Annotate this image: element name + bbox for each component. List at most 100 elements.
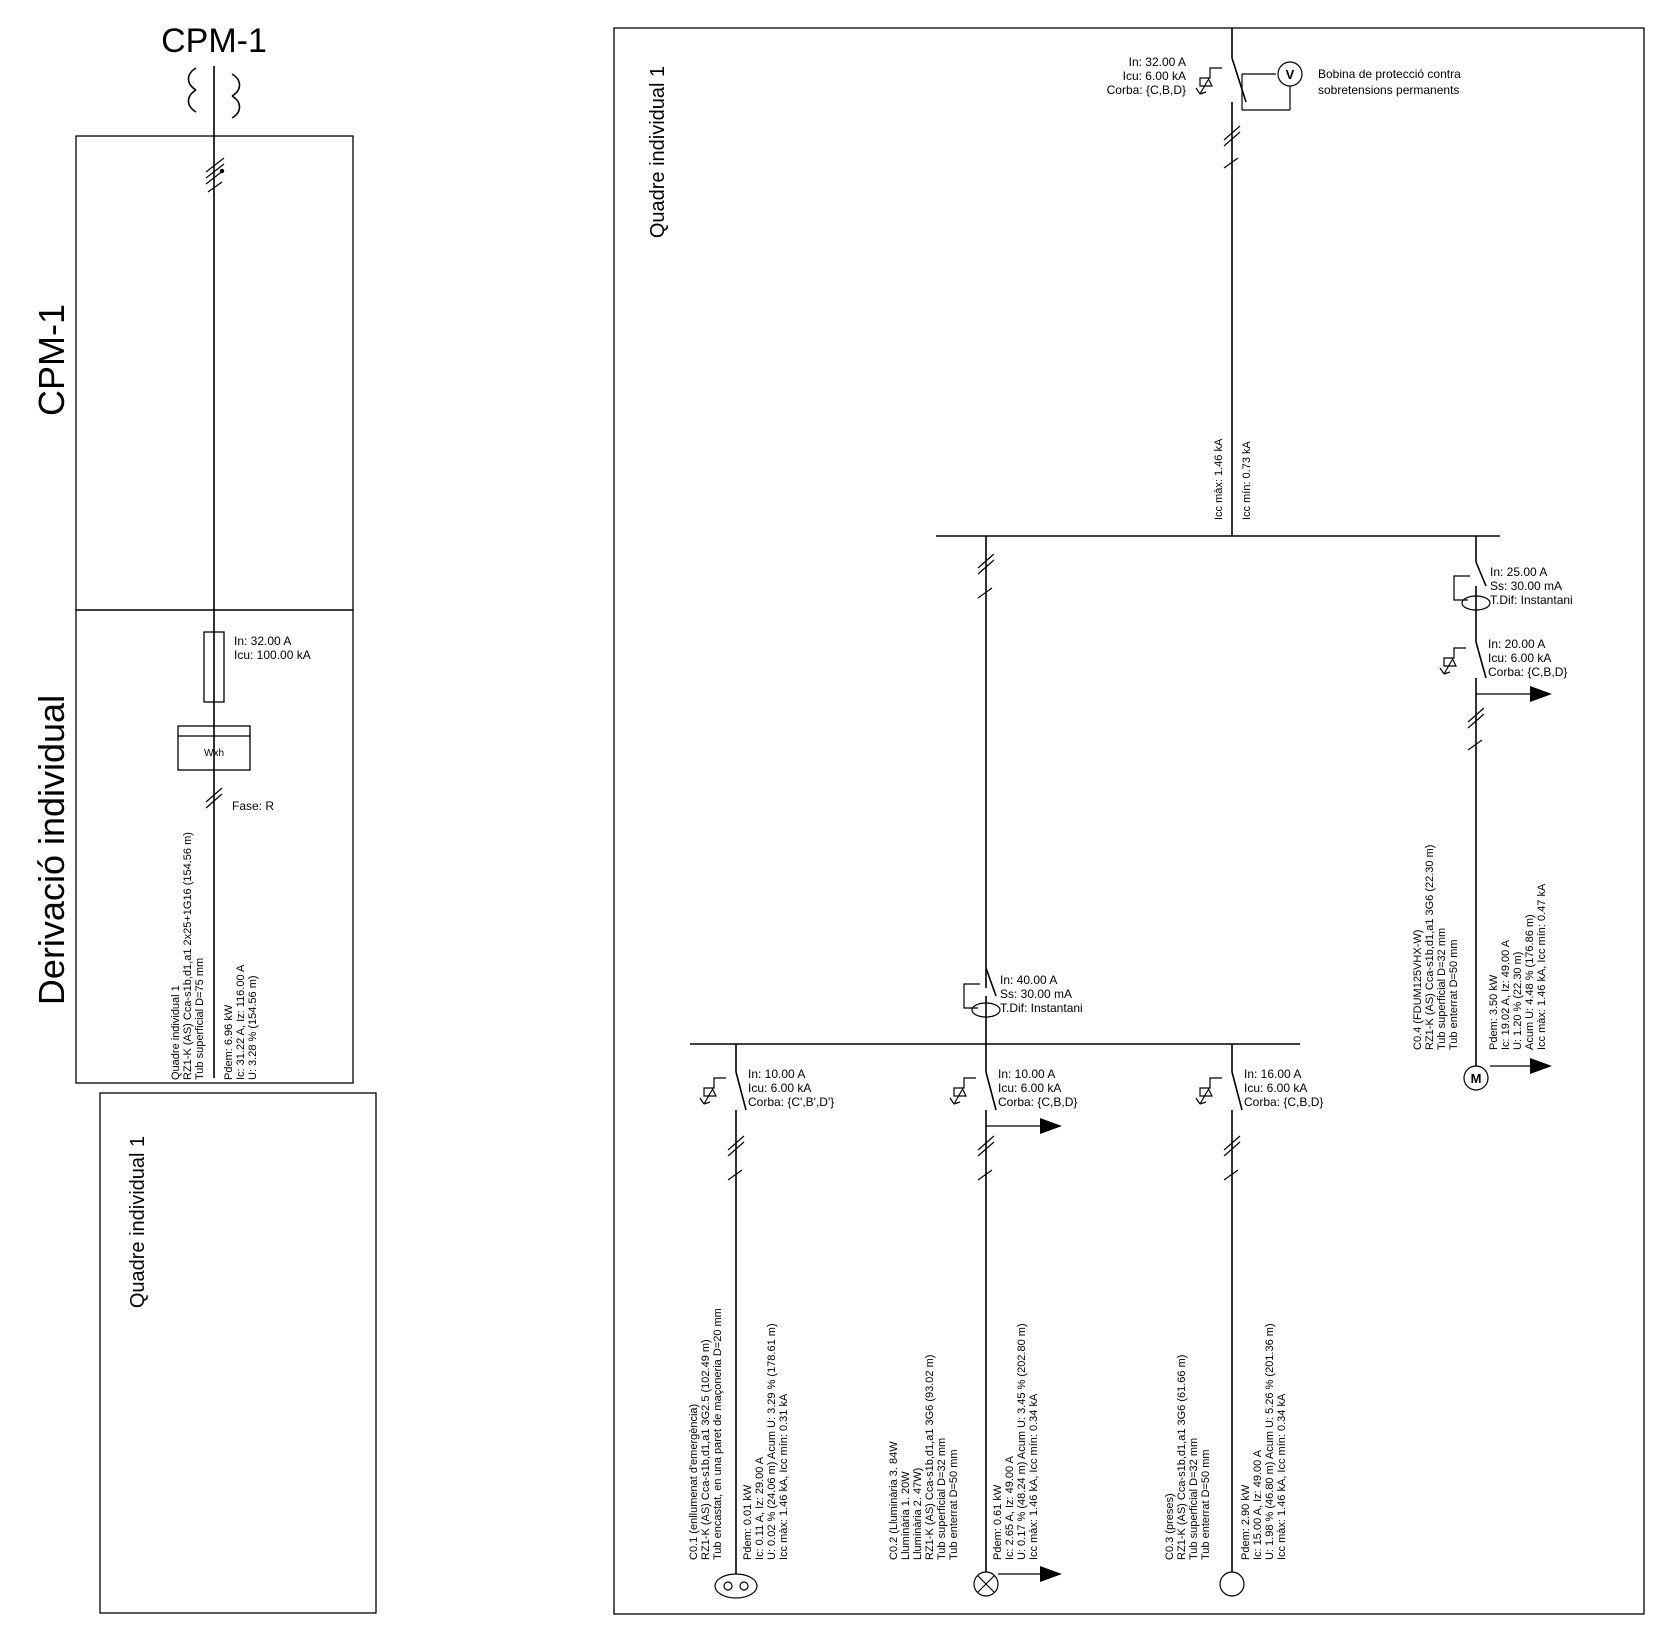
svg-text:Tub enterrat D=50 mm: Tub enterrat D=50 mm (1448, 939, 1460, 1050)
svg-text:Icc màx: 1.46 kA, Icc mín: 0.3: Icc màx: 1.46 kA, Icc mín: 0.34 kA (1276, 1393, 1288, 1560)
svg-text:U: 1.20 % (22.30 m): U: 1.20 % (22.30 m) (1512, 952, 1524, 1050)
svg-text:Corba: {C,B,D}: Corba: {C,B,D} (998, 1095, 1077, 1109)
derivation-box (75, 609, 354, 1084)
motor-icon (1463, 1065, 1489, 1091)
svg-text:Icu: 6.00 kA: Icu: 6.00 kA (748, 1081, 811, 1095)
breaker-c03-text: In: 16.00 A Icu: 6.00 kA Corba: {C,B,D} (1244, 1067, 1323, 1109)
svg-text:Ic: 19.02 A, Iz: 49.00 A: Ic: 19.02 A, Iz: 49.00 A (1500, 939, 1512, 1050)
svg-text:Corba: {C',B',D'}: Corba: {C',B',D'} (748, 1095, 834, 1109)
svg-text:In: 10.00 A: In: 10.00 A (998, 1067, 1055, 1081)
svg-text:Lluminària 1. 20W: Lluminària 1. 20W (900, 1471, 912, 1560)
c03-cable-text: C0.3 (preses) RZ1-K (AS) Cca-s1b,d1,a1 3… (1164, 1323, 1288, 1560)
svg-text:Pdem: 0.61 kW: Pdem: 0.61 kW (992, 1484, 1004, 1560)
svg-text:T.Dif: Instantani: T.Dif: Instantani (1000, 1001, 1083, 1015)
svg-text:In: 20.00 A: In: 20.00 A (1488, 637, 1545, 651)
fuse-icu: Icu: 100.00 kA (234, 648, 311, 662)
icc-text: Icc màx: 1.46 kA Icc mín: 0.73 kA (1213, 438, 1253, 520)
motor-symbol: M (1471, 1071, 1482, 1086)
fuse-in: In: 32.00 A (234, 634, 291, 648)
svg-text:Pdem: 6.96 kW: Pdem: 6.96 kW (223, 1004, 235, 1080)
cpm-cable-ticks (205, 157, 225, 193)
svg-text:RZ1-K (AS) Cca-s1b,d1,a1 3G6 (: RZ1-K (AS) Cca-s1b,d1,a1 3G6 (22.30 m) (1424, 845, 1436, 1050)
svg-text:Icc màx: 1.46 kA, Icc mín: 0.4: Icc màx: 1.46 kA, Icc mín: 0.47 kA (1536, 883, 1548, 1050)
svg-text:U: 3.28 % (154.56 m): U: 3.28 % (154.56 m) (247, 975, 259, 1080)
svg-text:U: 1.98 % (46.80 m) Acum U: 5.: U: 1.98 % (46.80 m) Acum U: 5.26 % (201.… (1264, 1323, 1276, 1560)
svg-text:C0.2 (Lluminària 3. 84W: C0.2 (Lluminària 3. 84W (888, 1441, 900, 1560)
svg-text:In: 32.00 A: In: 32.00 A (1129, 55, 1186, 69)
breaker-c01-text: In: 10.00 A Icu: 6.00 kA Corba: {C',B',D… (748, 1067, 834, 1109)
panel-box (613, 27, 1645, 1615)
derivation-section-label: Derivació individual (31, 695, 72, 1005)
svg-text:Icu: 6.00 kA: Icu: 6.00 kA (1123, 69, 1186, 83)
svg-text:In: 10.00 A: In: 10.00 A (748, 1067, 805, 1081)
svg-text:Icc màx: 1.46 kA, Icc mín: 0.3: Icc màx: 1.46 kA, Icc mín: 0.31 kA (778, 1393, 790, 1560)
circuit-c03 (1195, 1044, 1245, 1597)
diff-main-text: In: 40.00 A Ss: 30.00 mA T.Dif: Instanta… (1000, 973, 1083, 1015)
svg-text:T.Dif: Instantani: T.Dif: Instantani (1490, 593, 1573, 607)
breaker-c02-text: In: 10.00 A Icu: 6.00 kA Corba: {C,B,D} (998, 1067, 1077, 1109)
fuse-icon (203, 631, 225, 703)
svg-text:C0.4 (FDUM125VHX-W): C0.4 (FDUM125VHX-W) (1412, 930, 1424, 1050)
svg-text:Icc màx: 1.46 kA, Icc mín: 0.3: Icc màx: 1.46 kA, Icc mín: 0.34 kA (1028, 1393, 1040, 1560)
energy-meter-icon (177, 725, 251, 771)
svg-text:Corba: {C,B,D}: Corba: {C,B,D} (1107, 83, 1186, 97)
svg-text:Ic: 31.22 A, Iz: 116.00 A: Ic: 31.22 A, Iz: 116.00 A (235, 964, 247, 1080)
circuit-c04 (1439, 536, 1552, 1091)
svg-text:Icc mín: 0.73 kA: Icc mín: 0.73 kA (1241, 440, 1253, 520)
circuit-c02 (949, 1044, 1062, 1597)
svg-text:Tub encastat, en una paret de: Tub encastat, en una paret de maçoneria … (712, 1308, 724, 1560)
svg-text:Pdem: 2.90 kW: Pdem: 2.90 kW (1240, 1484, 1252, 1560)
svg-text:C0.3 (preses): C0.3 (preses) (1164, 1493, 1176, 1560)
supply-icon (187, 67, 241, 119)
svg-text:Icu: 6.00 kA: Icu: 6.00 kA (1488, 651, 1551, 665)
svg-text:In: 16.00 A: In: 16.00 A (1244, 1067, 1301, 1081)
svg-text:RZ1-K (AS) Cca-s1b,d1,a1 3G6 (: RZ1-K (AS) Cca-s1b,d1,a1 3G6 (61.66 m) (1176, 1355, 1188, 1560)
svg-text:Lluminària 2. 47W): Lluminària 2. 47W) (912, 1468, 924, 1560)
cpm-section-label: CPM-1 (31, 304, 72, 416)
main-breaker-text: In: 32.00 A Icu: 6.00 kA Corba: {C,B,D} (1107, 55, 1186, 97)
phase-label: Fase: R (232, 799, 274, 813)
derivation-cable-text: Quadre individual 1 RZ1-K (AS) Cca-s1b,d… (170, 832, 259, 1080)
svg-text:RZ1-K (AS) Cca-s1b,d1,a1 2x25+: RZ1-K (AS) Cca-s1b,d1,a1 2x25+1G16 (154.… (182, 832, 194, 1080)
svg-text:Tub superficial D=32 mm: Tub superficial D=32 mm (1436, 928, 1448, 1050)
diff-main-icon (963, 967, 1001, 1044)
quadre-left-label: Quadre individual 1 (127, 1136, 149, 1308)
svg-text:Tub superficial D=75 mm: Tub superficial D=75 mm (194, 958, 206, 1080)
coil-line-1: Bobina de protecció contra (1318, 67, 1461, 81)
svg-text:Acum U: 4.48 % (176.86 m): Acum U: 4.48 % (176.86 m) (1524, 914, 1536, 1050)
emergency-light-icon (714, 1573, 758, 1599)
svg-text:U: 0.17 % (48.24 m) Acum U: 3.: U: 0.17 % (48.24 m) Acum U: 3.45 % (202.… (1016, 1323, 1028, 1560)
socket-icon (1219, 1571, 1245, 1597)
panel-label: Quadre individual 1 (647, 66, 669, 238)
circuit-c01 (699, 1044, 758, 1599)
lamp-icon (973, 1571, 999, 1597)
c04-cable-text: C0.4 (FDUM125VHX-W) RZ1-K (AS) Cca-s1b,d… (1412, 845, 1548, 1050)
svg-text:C0.1 (enllumenat d'emergència): C0.1 (enllumenat d'emergència) (688, 1404, 700, 1560)
svg-text:Tub superficial D=32 mm: Tub superficial D=32 mm (936, 1438, 948, 1560)
svg-text:Ic: 2.65 A, Iz: 49.00 A: Ic: 2.65 A, Iz: 49.00 A (1004, 1455, 1016, 1560)
voltmeter-icon (1277, 61, 1303, 87)
svg-text:Pdem: 0.01 kW: Pdem: 0.01 kW (742, 1484, 754, 1560)
svg-text:Tub enterrat D=50 mm: Tub enterrat D=50 mm (948, 1449, 960, 1560)
svg-text:Tub superficial D=32 mm: Tub superficial D=32 mm (1188, 1438, 1200, 1560)
c02-cable-text: C0.2 (Lluminària 3. 84W Lluminària 1. 20… (888, 1323, 1040, 1560)
quadre-left-box (99, 1092, 377, 1614)
svg-text:Icu: 6.00 kA: Icu: 6.00 kA (1244, 1081, 1307, 1095)
c01-cable-text: C0.1 (enllumenat d'emergència) RZ1-K (AS… (688, 1308, 790, 1560)
svg-text:Pdem: 3.50 kW: Pdem: 3.50 kW (1488, 974, 1500, 1050)
svg-text:RZ1-K (AS) Cca-s1b,d1,a1 3G6 (: RZ1-K (AS) Cca-s1b,d1,a1 3G6 (93.02 m) (924, 1355, 936, 1560)
svg-text:U: 0.02 % (24.06 m) Acum U: 3.: U: 0.02 % (24.06 m) Acum U: 3.29 % (178.… (766, 1323, 778, 1560)
svg-text:Ss: 30.00 mA: Ss: 30.00 mA (1490, 579, 1562, 593)
svg-text:Corba: {C,B,D}: Corba: {C,B,D} (1244, 1095, 1323, 1109)
svg-text:Ic: 15.00 A, Iz: 49.00 A: Ic: 15.00 A, Iz: 49.00 A (1252, 1449, 1264, 1560)
svg-text:In: 40.00 A: In: 40.00 A (1000, 973, 1057, 987)
coil-line-2: sobretensions permanents (1318, 83, 1459, 97)
voltmeter-symbol: V (1286, 67, 1295, 82)
svg-text:Icu: 6.00 kA: Icu: 6.00 kA (998, 1081, 1061, 1095)
svg-text:In: 25.00 A: In: 25.00 A (1490, 565, 1547, 579)
svg-text:Icc màx: 1.46 kA: Icc màx: 1.46 kA (1213, 438, 1225, 520)
svg-text:RZ1-K (AS) Cca-s1b,d1,a1 3G2.5: RZ1-K (AS) Cca-s1b,d1,a1 3G2.5 (102.49 m… (700, 1339, 712, 1560)
main-breaker-icon (1195, 57, 1247, 536)
meter-label: Wxh (204, 748, 224, 759)
